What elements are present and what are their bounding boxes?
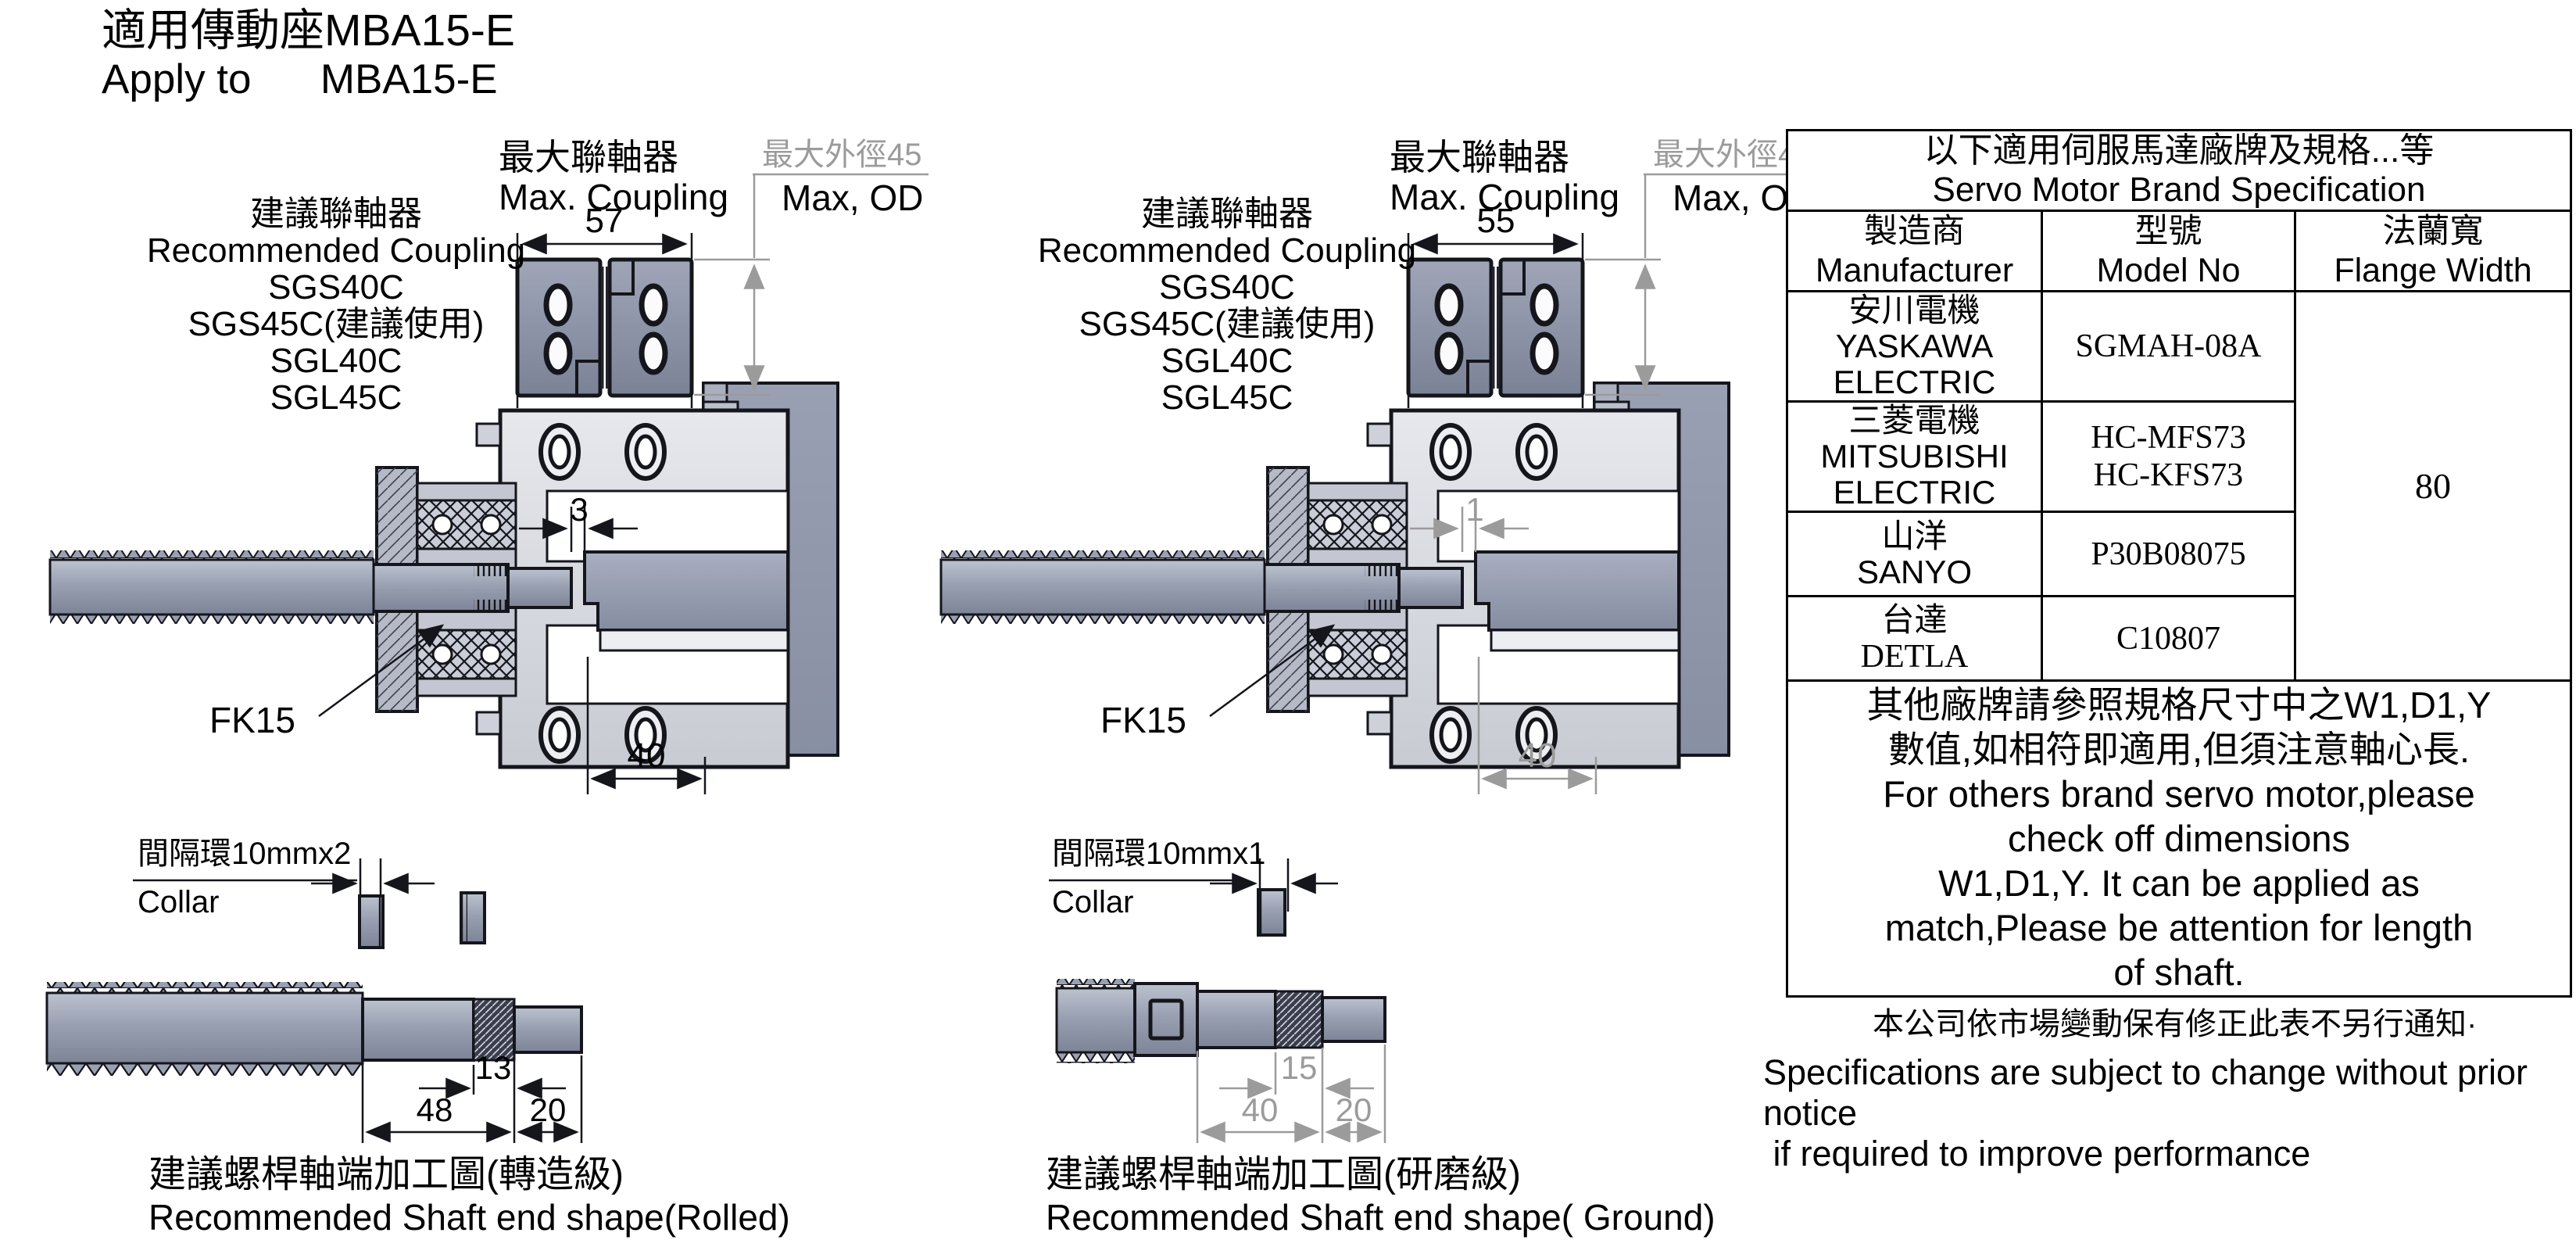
table-row: 三菱電機 MITSUBISHI ELECTRIC HC-MFS73 HC-KFS… [1786, 400, 2571, 513]
flange-width-value: 80 [2294, 290, 2572, 682]
model-sanyo: P30B08075 [2041, 511, 2296, 597]
rolled-shaft-end-drawing [45, 982, 583, 1143]
manufacturer-mitsubishi: 三菱電機 MITSUBISHI ELECTRIC [1786, 400, 2043, 513]
ground-collar-en: Collar [1052, 885, 1134, 919]
rolled-max-od-en: Max, OD [782, 177, 924, 218]
ground-caption-en: Recommended Shaft end shape( Ground) [1046, 1197, 1716, 1238]
model-yaskawa: SGMAH-08A [2041, 290, 2296, 403]
rolled-support-unit-label: FK15 [209, 700, 295, 740]
rolled-caption-en: Recommended Shaft end shape(Rolled) [148, 1197, 790, 1238]
ground-dim-coupling-width: 55 [1476, 202, 1515, 240]
column-header-model: 型號 Model No [2041, 210, 2296, 292]
ground-collar-drawing [1049, 858, 1338, 937]
rolled-collar-drawing [133, 858, 486, 949]
page-title-en: Apply to MBA15-E [102, 56, 498, 102]
rolled-dimension-lines [318, 233, 707, 794]
ground-dim-shank: 40 [1241, 1091, 1279, 1128]
ground-dim-tip: 20 [1335, 1091, 1372, 1128]
rolled-dim-shank: 48 [416, 1091, 453, 1128]
ground-max-coupling-label: 最大聯軸器 Max. Coupling [1390, 137, 1620, 217]
column-header-manufacturer: 製造商 Manufacturer [1786, 210, 2043, 292]
ground-dim-gap: 1 [1465, 491, 1484, 528]
table-row: 山洋 SANYO P30B08075 [1786, 511, 2571, 597]
manufacturer-delta: 台達 DETLA [1786, 595, 2043, 682]
rolled-max-od-zh: 最大外徑45 [762, 138, 922, 172]
ground-support-unit-label: FK15 [1100, 700, 1186, 740]
ground-dim-thread: 15 [1280, 1049, 1318, 1086]
footnote-zh: 本公司依市場變動保有修正此表不另行通知· [1873, 1007, 2478, 1041]
other-brand-note: 其他廠牌請參照規格尺寸中之W1,D1,Y 數值,如相符即適用,但須注意軸心長. … [1786, 679, 2572, 998]
page-title-zh: 適用傳動座MBA15-E [102, 5, 515, 56]
ground-dimension-lines-black [1209, 233, 1584, 718]
ground-shaft-end-drawing [1055, 979, 1386, 1143]
model-mitsubishi: HC-MFS73 HC-KFS73 [2041, 400, 2296, 513]
manufacturer-sanyo: 山洋 SANYO [1786, 511, 2043, 597]
ground-collar-zh: 間隔環10mmx1 [1052, 837, 1266, 871]
table-row: 安川電機 YASKAWA ELECTRIC SGMAH-08A 80 [1786, 290, 2572, 682]
ground-dimension-lines-gray [1410, 173, 1819, 794]
ground-dim-spacer: 40 [1518, 736, 1557, 775]
rolled-collar-en: Collar [138, 885, 220, 919]
rolled-dim-tip: 20 [529, 1091, 567, 1128]
rolled-dim-thread: 13 [474, 1049, 512, 1086]
rolled-collar-zh: 間隔環10mmx2 [138, 837, 352, 871]
rolled-caption-zh: 建議螺桿軸端加工圖(轉造級) [148, 1154, 624, 1195]
column-header-flange-width: 法蘭寬 Flange Width [2294, 210, 2572, 292]
ground-caption-zh: 建議螺桿軸端加工圖(研磨級) [1046, 1154, 1521, 1195]
manufacturer-yaskawa: 安川電機 YASKAWA ELECTRIC [1786, 290, 2043, 403]
rolled-dim-coupling-width: 57 [585, 202, 624, 240]
rolled-dim-spacer: 40 [627, 736, 666, 775]
rolled-dim-gap: 3 [570, 491, 589, 528]
footnote-en: Specifications are subject to change wit… [1763, 1052, 2528, 1174]
servo-motor-spec-table: 以下適用伺服馬達廠牌及規格...等 Servo Motor Brand Spec… [1786, 129, 2572, 998]
rolled-max-coupling-label: 最大聯軸器 Max. Coupling [499, 137, 729, 217]
table-title: 以下適用伺服馬達廠牌及規格...等 Servo Motor Brand Spec… [1786, 129, 2572, 212]
rolled-max-od-lines [694, 173, 928, 396]
table-row: 台達 DETLA C10807 [1786, 595, 2571, 682]
ground-recommended-coupling-note: 建議聯軸器 Recommended Coupling SGS40C SGS45C… [1037, 195, 1417, 417]
model-delta: C10807 [2041, 595, 2296, 682]
rolled-recommended-coupling-note: 建議聯軸器 Recommended Coupling SGS40C SGS45C… [146, 195, 526, 417]
